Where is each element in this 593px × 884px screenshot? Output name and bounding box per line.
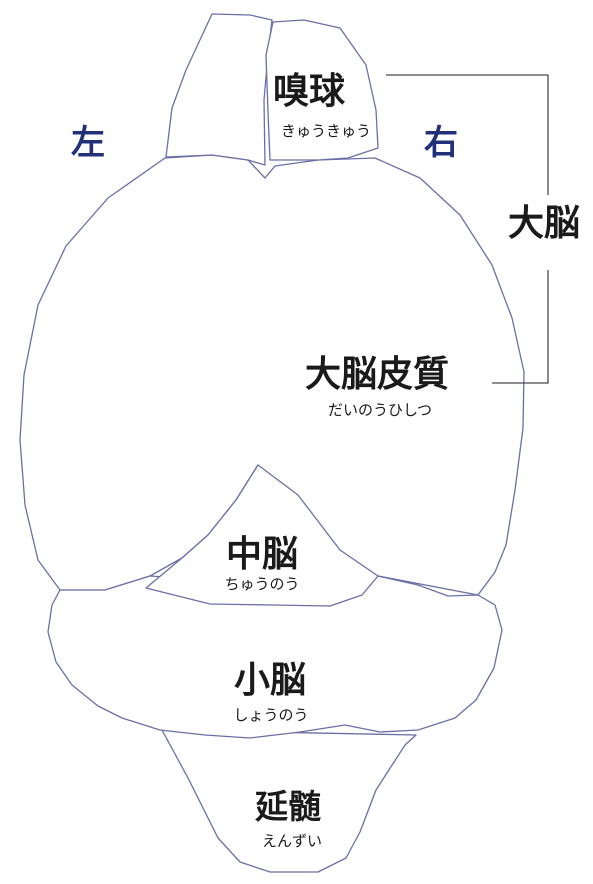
olfactory-bulb-label: 嗅球: [272, 71, 346, 112]
medulla-outline: [161, 729, 417, 873]
olfactory-bulb-reading: きゅうきゅう: [280, 122, 372, 140]
right-side-label: 右: [424, 123, 458, 163]
cerebral-cortex-reading: だいのうひしつ: [327, 401, 433, 419]
midbrain-reading: ちゅうのう: [224, 575, 300, 593]
cerebrum-bracket-lower: [492, 270, 549, 384]
cerebrum-bracket: [386, 74, 549, 195]
cerebral-cortex-label: 大脳皮質: [304, 354, 450, 395]
midbrain-label: 中脳: [225, 534, 299, 575]
medulla-label: 延髄: [255, 787, 321, 826]
olfactory-bulb-right-outline: [265, 19, 379, 161]
cerebellum-label: 小脳: [233, 660, 307, 701]
medulla-reading: えんずい: [261, 832, 323, 850]
midbrain-outline: [145, 464, 379, 607]
left-side-label: 左: [71, 123, 105, 163]
olfactory-bulb-left-outline: [165, 13, 273, 166]
cerebrum-bracket-label: 大脳: [507, 203, 581, 244]
cerebellum-reading: しょうのう: [233, 706, 309, 724]
